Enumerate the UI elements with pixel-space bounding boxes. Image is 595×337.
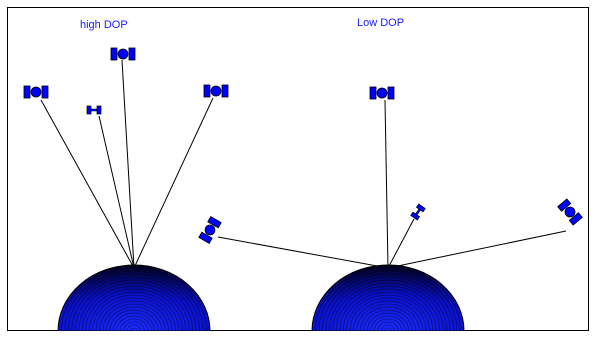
earth-ring — [88, 291, 180, 331]
earth-ring — [332, 282, 444, 331]
earth-ring — [109, 309, 159, 331]
earth-ring — [335, 285, 441, 331]
earth-ring — [130, 327, 138, 331]
earth-ring — [373, 318, 403, 331]
earth-ring — [339, 288, 437, 331]
earth-ring — [99, 300, 169, 331]
signal-line — [98, 115, 135, 269]
earth-ring — [380, 324, 396, 331]
earth-ring — [71, 276, 197, 331]
earth-ring — [360, 306, 416, 331]
earth-ring — [346, 294, 430, 331]
satellite-icon — [110, 47, 136, 61]
earth-ring — [318, 270, 458, 331]
earth-ring — [85, 288, 183, 331]
satellite-icon — [369, 86, 395, 100]
panel-low-dop: Low DOP — [198, 17, 583, 331]
earth-ring — [123, 321, 145, 331]
earth-ring — [106, 306, 162, 331]
earth-ring — [353, 300, 423, 331]
panel-title-low-dop: Low DOP — [357, 17, 404, 29]
earth-ring — [349, 297, 427, 331]
earth-ring — [112, 312, 156, 331]
earth-ring — [363, 309, 413, 331]
earth-ring — [370, 315, 406, 331]
signal-line — [387, 230, 567, 269]
earth-ring — [116, 315, 152, 331]
earth-ring — [325, 276, 451, 331]
earth-ring — [328, 279, 448, 331]
signal-line — [40, 99, 135, 269]
earth-ring — [81, 285, 187, 331]
signal-line — [217, 236, 389, 269]
signal-line — [384, 99, 389, 269]
earth-dome — [57, 264, 211, 331]
earth-ring — [342, 291, 434, 331]
earth-ring — [64, 270, 204, 331]
signal-line — [121, 59, 135, 269]
signal-line — [387, 218, 415, 269]
earth-ring — [377, 321, 399, 331]
signal-line — [133, 97, 214, 269]
satellite-icon — [23, 85, 49, 99]
earth-ring — [78, 282, 190, 331]
signal-lines-high-dop — [40, 59, 214, 269]
earth-ring — [102, 303, 166, 331]
satellite-icon — [203, 84, 229, 98]
earth-ring — [366, 312, 410, 331]
earth-ring — [384, 327, 392, 331]
panel-title-high-dop: high DOP — [80, 19, 128, 31]
signal-lines-low-dop — [217, 99, 567, 269]
earth-dome — [311, 264, 465, 331]
earth-ring — [74, 279, 194, 331]
earth-ring — [92, 294, 176, 331]
earth-ring — [126, 324, 142, 331]
panel-high-dop: high DOP — [23, 19, 229, 331]
earth-ring — [356, 303, 420, 331]
earth-ring — [119, 318, 149, 331]
earth-ring — [95, 297, 173, 331]
